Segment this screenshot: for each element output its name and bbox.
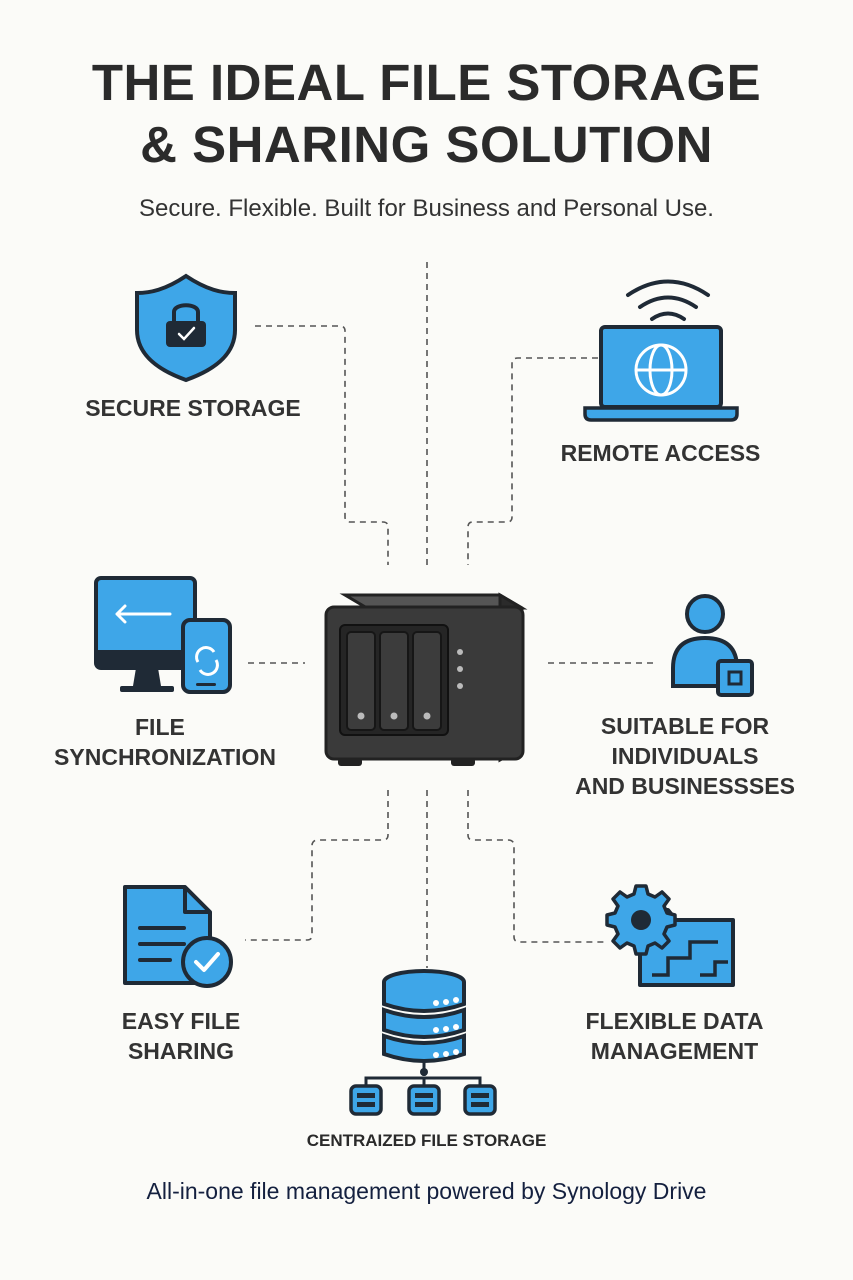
shield-lock-icon: [135, 273, 237, 383]
label-centralized-file-storage: CENTRAIZED FILE STORAGE: [306, 1131, 547, 1150]
label-remote-access: REMOTE ACCESS: [560, 440, 761, 466]
label-easy-sharing-line-1: EASY FILE: [121, 1008, 241, 1034]
document-check-icon: [123, 885, 233, 988]
connector-lines: [245, 262, 655, 968]
laptop-globe-wifi-icon: [583, 279, 739, 422]
title-line-1: THE IDEAL FILE STORAGE: [91, 54, 762, 111]
monitor-phone-sync-icon: [94, 576, 232, 694]
label-file-sync-line-2: SYNCHRONIZATION: [54, 744, 276, 770]
footer-tagline: All-in-one file management powered by Sy…: [146, 1178, 707, 1204]
connector-remote-access: [467, 357, 598, 565]
label-suitable: SUITABLE FOR INDIVIDUALS AND BUSINESSSES: [560, 711, 810, 801]
page-subtitle: Secure. Flexible. Built for Business and…: [139, 195, 714, 222]
label-easy-sharing-line-2: SHARING: [127, 1038, 235, 1064]
database-network-icon: [349, 969, 497, 1116]
label-suitable-line-3: AND BUSINESSSES: [575, 773, 795, 799]
label-flexible-line-2: MANAGEMENT: [590, 1038, 759, 1064]
label-easy-file-sharing: EASY FILE SHARING: [96, 1006, 266, 1066]
label-secure-storage: SECURE STORAGE: [85, 395, 301, 421]
page-title: THE IDEAL FILE STORAGE & SHARING SOLUTIO…: [0, 52, 853, 176]
connector-easy-sharing: [245, 790, 389, 941]
label-flexible-line-1: FLEXIBLE DATA: [585, 1008, 764, 1034]
connector-flexible: [467, 790, 607, 943]
label-suitable-line-2: INDIVIDUALS: [611, 743, 759, 769]
label-suitable-line-1: SUITABLE FOR: [600, 713, 770, 739]
label-flexible-data-management: FLEXIBLE DATA MANAGEMENT: [562, 1006, 787, 1066]
title-line-2: & SHARING SOLUTION: [140, 116, 713, 173]
label-file-sync-line-1: FILE: [135, 714, 185, 740]
nas-server-icon: [324, 592, 528, 766]
label-file-synchronization: FILE SYNCHRONIZATION: [40, 712, 290, 772]
user-badge-icon: [671, 594, 754, 697]
connector-secure-storage: [255, 325, 389, 565]
gear-folder-icon: [605, 884, 735, 987]
